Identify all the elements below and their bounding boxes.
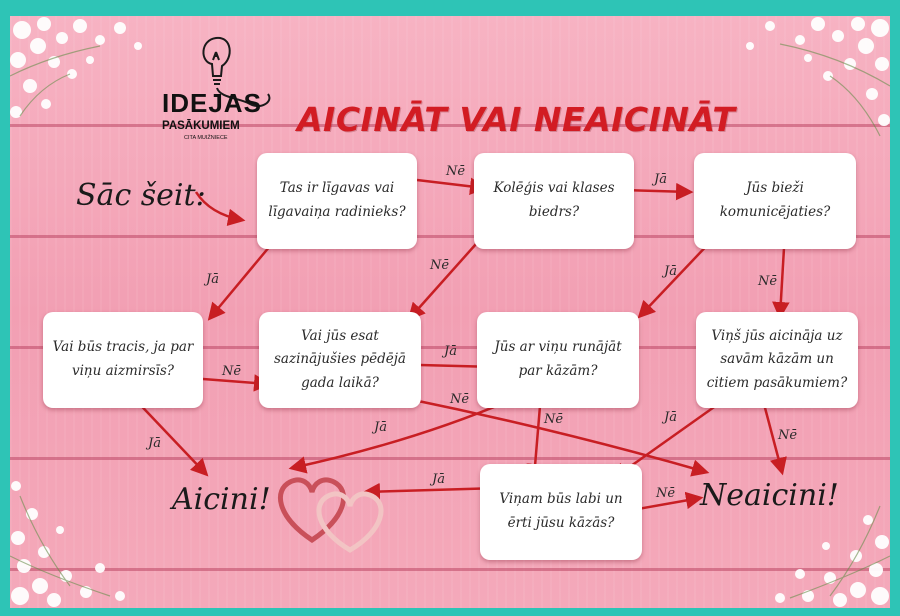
question-q1: Tas ir līgavas vai līgavaiņa radinieks? [257, 153, 417, 249]
arrow-q8-neaicini [631, 491, 704, 512]
edge-label-q7-neaicini: Nē [778, 428, 798, 443]
arrow-q3-q7 [772, 247, 790, 320]
edge-label-q1-q2: Nē [446, 164, 466, 179]
outcome-no-invite: Neaicini! [700, 478, 839, 513]
question-q7: Viņš jūs aicināja uz savām kāzām un citi… [696, 312, 858, 408]
arrow-q7-neaicini [762, 403, 787, 476]
flowers-top-left [10, 17, 142, 118]
arrow-q4-q5 [189, 374, 272, 392]
logo-line1: IDEJAS [162, 88, 262, 118]
edge-label-q4-aicini: Jā [148, 436, 161, 451]
lightbulb-icon [202, 36, 271, 108]
question-q3: Jūs bieži komunicējaties? [694, 153, 856, 249]
edge-label-q8-neaicini: Nē [656, 486, 676, 501]
edge-label-q2-q3: Jā [654, 172, 667, 187]
flow-arrows [129, 177, 790, 512]
hearts-icon [277, 477, 384, 553]
edge-label-q4-q5: Nē [222, 364, 242, 379]
edge-label-q2-q5: Nē [430, 258, 450, 273]
edge-label-q6-aicini: Jā [374, 420, 387, 435]
edge-label-q8-aicini: Jā [432, 472, 445, 487]
question-q2: Kolēģis vai klases biedrs? [474, 153, 634, 249]
edge-label-q7-q8: Jā [664, 410, 677, 425]
question-q4: Vai būs tracis, ja par viņu aizmirsīs? [43, 312, 203, 408]
arrow-q1-q2 [416, 177, 488, 196]
edge-label-q3-q7: Nē [758, 274, 778, 289]
flowers-bottom-left [10, 481, 125, 607]
arrow-start [194, 191, 246, 227]
logo-line3: CITA MUIŽNIECE [184, 135, 228, 141]
arrow-q3-q6 [637, 237, 715, 319]
flowers-bottom-right [775, 505, 890, 607]
question-q5: Vai jūs esat sazinājušies pēdējā gada la… [259, 312, 421, 408]
arrow-q2-q3 [622, 182, 694, 201]
arrow-q2-q5 [407, 243, 477, 321]
logo-line2: PASĀKUMIEM [162, 120, 240, 132]
start-label: Sāc šeit: [76, 178, 206, 213]
edge-label-q1-q4: Jā [206, 272, 219, 287]
page-title: AICINĀT VAI NEAICINĀT [297, 100, 736, 139]
outcome-invite: Aicini! [172, 482, 271, 517]
edge-label-q5-q6: Jā [444, 344, 457, 359]
arrow-q8-aicini [362, 482, 501, 501]
question-q8: Viņam būs labi un ērti jūsu kāzās? [480, 464, 642, 560]
arrow-q1-q4 [207, 245, 271, 321]
question-q6: Jūs ar viņu runājāt par kāzām? [477, 312, 639, 408]
edge-label-q3-q6: Jā [664, 264, 677, 279]
arrow-q5-neaicini [403, 396, 710, 477]
edge-label-q5-neaicini: Nē [450, 392, 470, 407]
flowchart-board: IDEJAS PASĀKUMIEM CITA MUIŽNIECE AICINĀT… [10, 16, 890, 608]
flowers-top-right [746, 17, 890, 137]
edge-label-q6-q8: Nē [544, 412, 564, 427]
